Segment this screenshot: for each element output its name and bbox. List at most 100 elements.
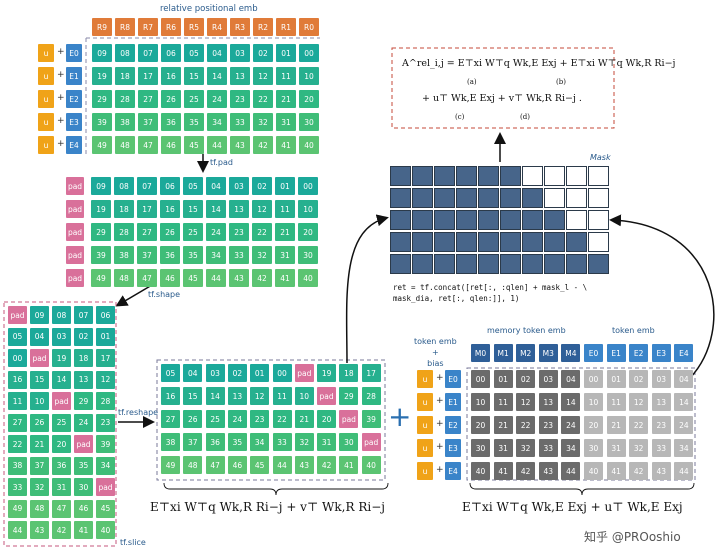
shape-cell: 31 (52, 478, 71, 496)
reshape-cell: pad (294, 364, 314, 382)
pad-grid-cell: 16 (160, 200, 180, 218)
r-header-cell: R9 (92, 18, 112, 36)
rel-cell: 04 (207, 44, 227, 62)
memory-token-emb-label: memory token emb (487, 326, 566, 335)
e-cell: E2 (445, 416, 461, 434)
shape-cell: 23 (96, 413, 115, 432)
shape-cell: 38 (8, 456, 27, 475)
shape-cell: 17 (96, 349, 115, 367)
pad-grid-cell: 47 (137, 269, 157, 287)
pad-grid-cell: 27 (137, 223, 157, 241)
memory-cell: 13 (538, 393, 558, 411)
shape-cell: 22 (8, 435, 27, 453)
mask-cell (456, 210, 477, 230)
shape-cell: 45 (96, 499, 115, 518)
memory-cell: 24 (561, 416, 581, 434)
mask-cell (390, 254, 411, 274)
shape-cell: 46 (74, 499, 93, 518)
shape-cell: pad (96, 478, 115, 496)
memory-cell: 31 (606, 439, 626, 457)
plus-sign: + (57, 93, 65, 103)
shape-cell: 19 (52, 349, 71, 367)
memory-cell: 32 (629, 439, 649, 457)
pad-grid-cell: 02 (252, 177, 272, 195)
shape-cell: 11 (8, 392, 27, 410)
tf-reshape-label: tf.reshape (118, 408, 159, 417)
rel-cell: 29 (92, 90, 112, 108)
reshape-cell: 20 (317, 410, 337, 428)
rel-cell: 44 (207, 136, 227, 154)
u-cell: u (417, 439, 433, 457)
e-cell: E3 (66, 113, 82, 131)
plus-sign: + (436, 442, 444, 452)
memory-cell: 31 (493, 439, 513, 457)
pad-grid-cell: 46 (160, 269, 180, 287)
tf-slice-label: tf.slice (120, 538, 146, 547)
shape-cell: 09 (30, 306, 49, 324)
reshape-cell: 39 (361, 410, 381, 428)
tf-shape-label: tf.shape (148, 290, 181, 299)
pad-grid-cell: 29 (91, 223, 111, 241)
reshape-cell: 37 (183, 433, 203, 451)
u-cell: u (38, 44, 54, 62)
mask-cell (456, 166, 477, 186)
reshape-cell: 22 (272, 410, 292, 428)
mask-cell (588, 188, 609, 208)
mask-cell (588, 254, 609, 274)
rel-cell: 03 (230, 44, 250, 62)
memory-cell: 24 (674, 416, 694, 434)
mask-cell (544, 254, 565, 274)
shape-cell: 40 (96, 521, 115, 539)
rel-cell: 10 (299, 67, 319, 85)
shape-cell: 02 (74, 327, 93, 346)
plus-sign: + (57, 70, 65, 80)
pad-grid-cell: 21 (275, 223, 295, 241)
pad-grid-cell: 01 (275, 177, 295, 195)
pad-grid-cell: 33 (229, 246, 249, 264)
mask-cell (412, 166, 433, 186)
tf-pad-label: tf.pad (210, 158, 233, 167)
m-header-cell: M4 (561, 344, 581, 362)
rel-cell: 40 (299, 136, 319, 154)
reshape-cell: 18 (339, 364, 359, 382)
u-cell: u (417, 416, 433, 434)
rel-cell: 21 (276, 90, 296, 108)
formula-box (391, 47, 615, 129)
reshape-cell: 24 (227, 410, 247, 428)
pad-grid-cell: 00 (298, 177, 318, 195)
mask-cell (434, 232, 455, 252)
memory-cell: 42 (516, 462, 536, 480)
pad-grid-cell: 22 (252, 223, 272, 241)
pad-grid-cell: 30 (298, 246, 318, 264)
memory-cell: 11 (493, 393, 513, 411)
rel-cell: 38 (115, 113, 135, 131)
arrow-to-mask (345, 214, 389, 364)
memory-cell: 40 (584, 462, 603, 480)
u-cell: u (417, 370, 433, 388)
reshape-cell: 21 (294, 410, 314, 428)
shape-cell: pad (8, 306, 27, 324)
m-header-cell: M0 (471, 344, 490, 362)
rel-cell: 06 (161, 44, 181, 62)
rel-cell: 11 (276, 67, 296, 85)
rel-cell: 05 (184, 44, 204, 62)
watermark: 知乎 @PROoshio (584, 530, 681, 544)
pad-grid-cell: 15 (183, 200, 203, 218)
mask-cell (390, 232, 411, 252)
rel-cell: 24 (207, 90, 227, 108)
e-cell: E1 (445, 393, 461, 411)
reshape-cell: 42 (317, 456, 337, 474)
shape-cell: 01 (96, 327, 115, 346)
pad-grid-cell: 19 (91, 200, 111, 218)
memory-cell: 22 (629, 416, 649, 434)
r-header-cell: R7 (138, 18, 158, 36)
reshape-cell: 40 (361, 456, 381, 474)
reshape-cell: 13 (227, 387, 247, 405)
r-header-cell: R1 (276, 18, 296, 36)
rel-cell: 16 (161, 67, 181, 85)
r-header-cell: R2 (253, 18, 273, 36)
rel-cell: 15 (184, 67, 204, 85)
memory-cell: 01 (606, 370, 626, 388)
pad-grid-cell: 03 (229, 177, 249, 195)
e-cell: E0 (445, 370, 461, 388)
